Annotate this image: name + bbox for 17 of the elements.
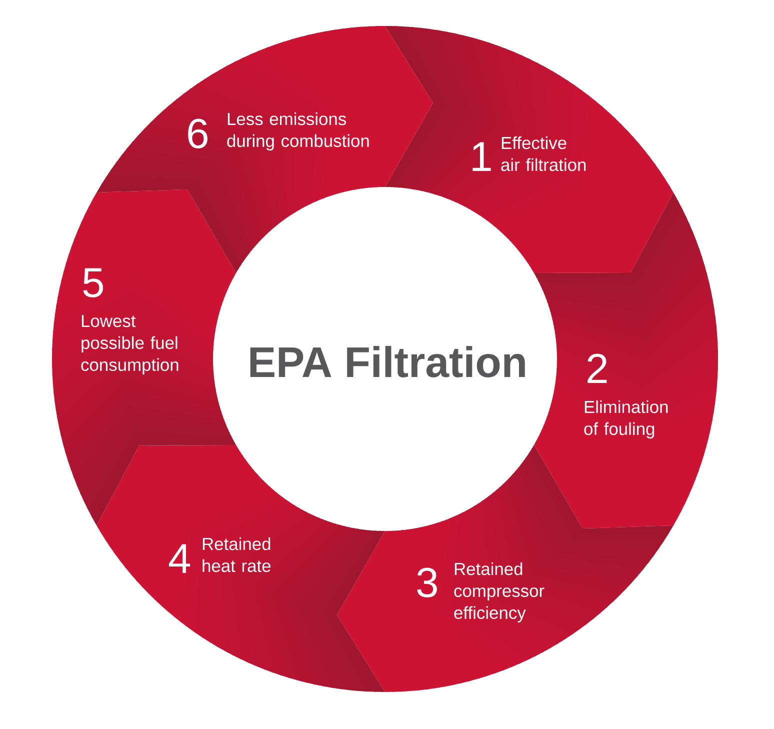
- step-label: Lowest possible fuel consumption: [81, 314, 178, 374]
- chevron-segment: [534, 192, 718, 529]
- step-number: 2: [588, 354, 607, 383]
- step-number: 4: [168, 544, 190, 573]
- step-number: 1: [472, 142, 491, 171]
- step-label: Elimination of fouling: [584, 400, 668, 439]
- step-number: 5: [83, 268, 104, 298]
- chevron-segment: [52, 189, 236, 526]
- step-label: Retained compressor efficiency: [454, 562, 544, 622]
- chevron-segment: [337, 444, 674, 692]
- step-label: Retained heat rate: [202, 537, 270, 572]
- step-label: Effective air filtration: [501, 136, 586, 172]
- step-number: 3: [417, 568, 437, 598]
- center-title: EPA Filtration: [250, 346, 525, 378]
- step-label: Less emissions during combustion: [227, 112, 369, 151]
- step-number: 6: [188, 118, 208, 148]
- chevron-segment: [96, 444, 385, 692]
